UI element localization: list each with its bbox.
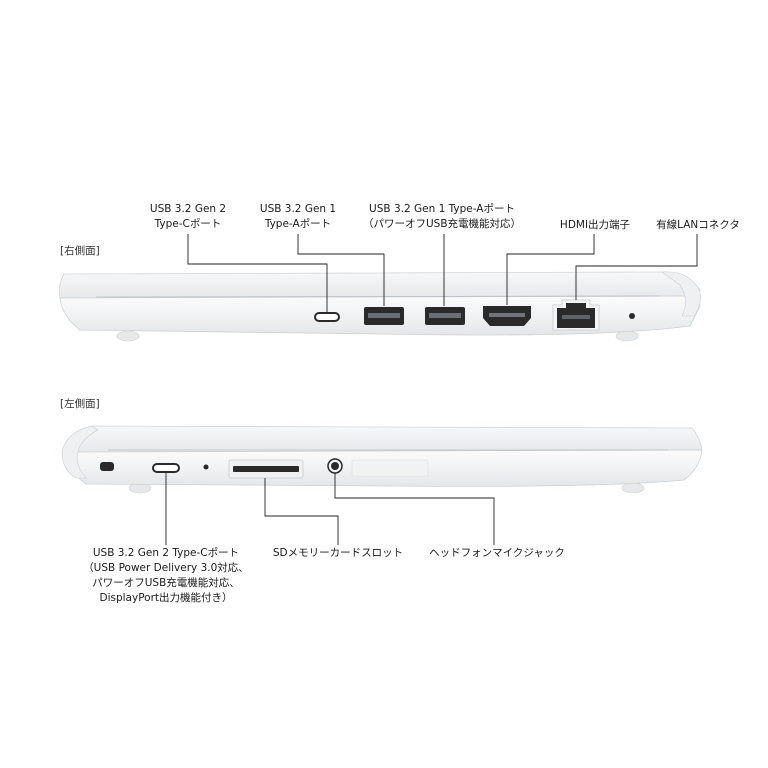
left-lid xyxy=(73,425,703,453)
right-lan-port xyxy=(552,299,600,331)
right-side-label: [右側面] xyxy=(60,245,100,257)
left-led xyxy=(203,464,209,470)
usb-c-gen2-pd-label: USB 3.2 Gen 2 Type-Cポート （USB Power Deliv… xyxy=(80,546,252,606)
leader-usb-c-right xyxy=(187,234,328,312)
usb-a-gen1-label-line2: Type-Aポート xyxy=(264,218,332,230)
left-hinge xyxy=(61,425,99,479)
left-foot-right xyxy=(621,482,645,494)
left-usb-c-port xyxy=(152,463,180,473)
usb-a-gen1-label-line1: USB 3.2 Gen 1 xyxy=(259,203,337,215)
usb-c-gen2-label-line2: Type-Cポート xyxy=(154,218,222,230)
usb-a-gen1-poweroff-label-line1: USB 3.2 Gen 1 Type-Aポート xyxy=(369,203,515,215)
sd-card-label-text: SDメモリーカードスロット xyxy=(272,547,404,559)
hdmi-label: HDMI出力端子 xyxy=(545,218,645,233)
usb-a-gen1-poweroff-label-line2: （パワーオフUSB充電機能対応） xyxy=(362,218,522,230)
right-lid xyxy=(59,271,701,299)
right-foot-right xyxy=(615,330,639,342)
sd-card-label: SDメモリーカードスロット xyxy=(268,546,408,561)
leader-headphone xyxy=(334,473,495,545)
usb-c-gen2-pd-label-line4: DisplayPort出力機能付き） xyxy=(99,592,233,604)
leader-sd xyxy=(264,478,339,545)
usb-c-gen2-label-line1: USB 3.2 Gen 2 xyxy=(149,203,227,215)
usb-c-gen2-pd-label-line1: USB 3.2 Gen 2 Type-Cポート xyxy=(92,547,240,559)
leader-lan xyxy=(575,234,698,300)
right-hinge xyxy=(661,271,701,317)
usb-a-gen1-poweroff-label: USB 3.2 Gen 1 Type-Aポート （パワーオフUSB充電機能対応） xyxy=(352,202,532,232)
leader-hdmi xyxy=(506,234,595,305)
right-usb-c-port xyxy=(314,312,340,322)
left-recess xyxy=(351,459,429,477)
left-side-label: [左側面] xyxy=(60,398,100,410)
leader-usb-a-1 xyxy=(297,234,385,306)
headphone-label: ヘッドフォンマイクジャック xyxy=(422,546,572,561)
left-side-laptop xyxy=(61,425,703,494)
headphone-label-text: ヘッドフォンマイクジャック xyxy=(429,547,565,559)
lan-label-text: 有線LANコネクタ xyxy=(656,219,740,231)
hdmi-label-text: HDMI出力端子 xyxy=(559,219,631,231)
right-side-laptop xyxy=(59,271,701,342)
right-seam xyxy=(95,295,661,298)
lan-label: 有線LANコネクタ xyxy=(648,218,748,233)
right-foot-left xyxy=(116,330,140,342)
right-led xyxy=(629,313,635,319)
usb-c-gen2-pd-label-line2: （USB Power Delivery 3.0対応、 xyxy=(83,562,249,574)
usb-c-gen2-pd-label-line3: パワーオフUSB充電機能対応、 xyxy=(92,577,240,589)
usb-a-gen1-label: USB 3.2 Gen 1 Type-Aポート xyxy=(248,202,348,232)
left-lock-slot xyxy=(100,462,114,471)
usb-c-gen2-label: USB 3.2 Gen 2 Type-Cポート xyxy=(138,202,238,232)
